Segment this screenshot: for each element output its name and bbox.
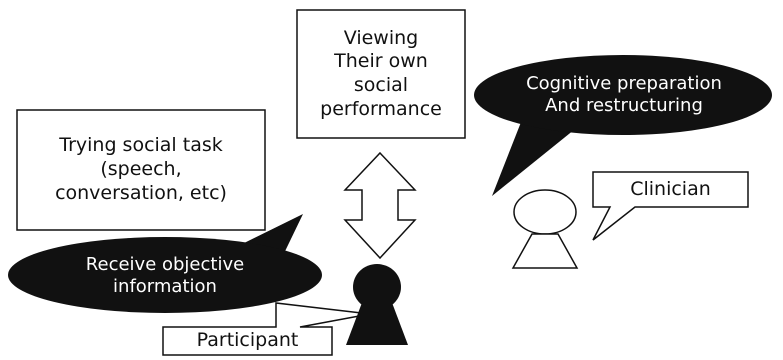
clinician-callout-shape [592,171,749,241]
task-box [16,109,266,231]
person-outline-icon [511,189,579,269]
double-arrow-vertical-icon [343,151,417,260]
participant-speech-bubble [8,214,322,313]
viewing-box-label: Viewing Their own social performance [320,26,442,120]
clinician-speech-bubble [474,55,772,196]
person-filled-icon [346,264,408,345]
participant-callout-shape [162,302,371,356]
participant-bubble-label: Receive objective information [85,253,245,298]
viewing-box [296,9,466,139]
clinician-bubble-label: Cognitive preparation And restructuring [526,72,722,117]
task-box-label: Trying social task (speech, conversation… [55,134,227,204]
participant-callout-label: Participant [196,329,299,352]
clinician-callout-label: Clinician [630,177,711,200]
